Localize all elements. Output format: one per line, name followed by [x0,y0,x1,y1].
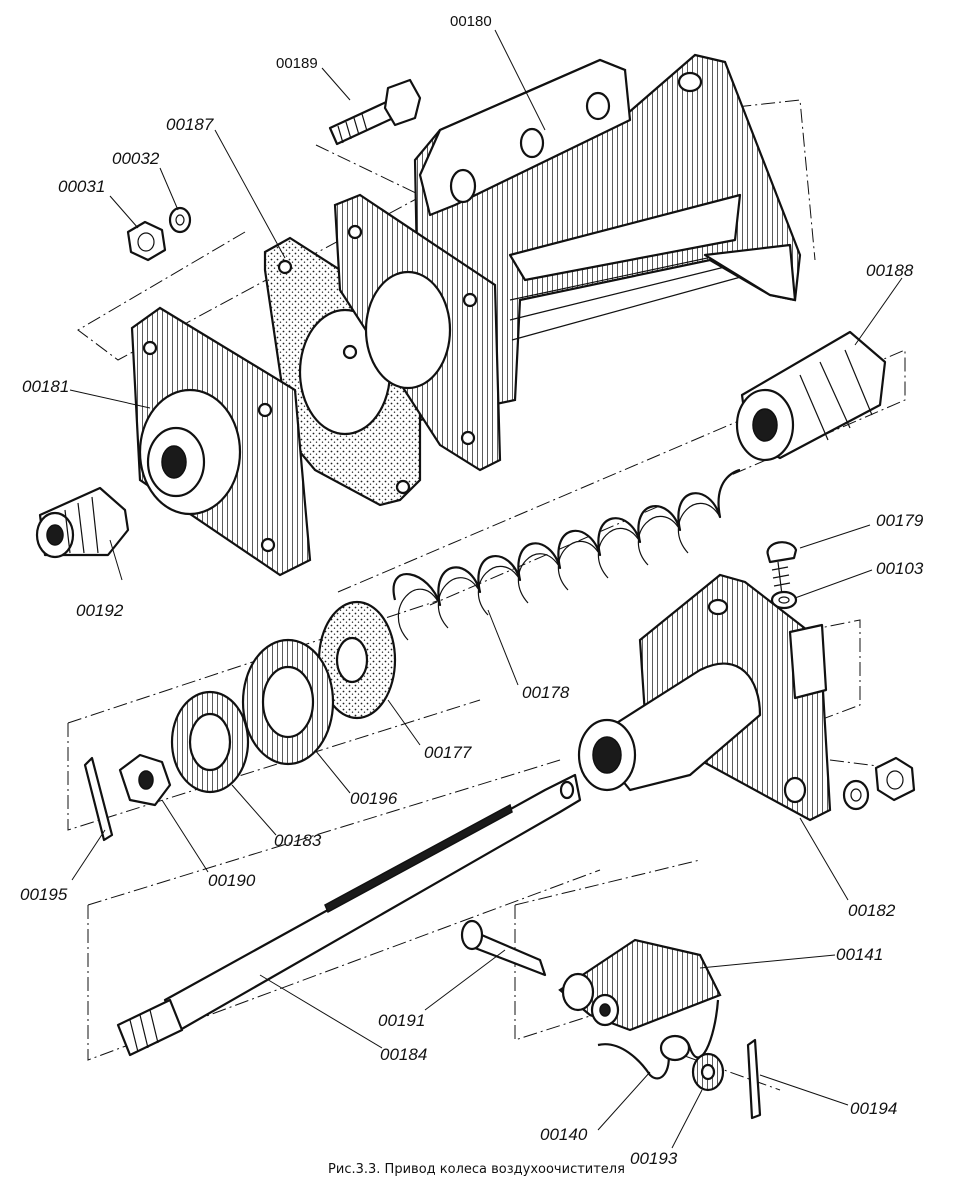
housing-00180 [413,53,802,422]
washer-00103 [770,590,798,610]
spring-00178 [392,468,741,641]
label-00189: 00189 [276,55,318,72]
label-00196: 00196 [350,789,398,808]
bearing-ring-00196 [241,638,335,766]
spring-clip-00140 [597,999,720,1080]
label-00190: 00190 [208,871,256,890]
label-00194: 00194 [850,1099,898,1118]
bracket-00182 [577,573,832,822]
label-00181: 00181 [22,377,70,396]
label-00191: 00191 [378,1011,426,1030]
label-00180: 00180 [450,13,492,30]
label-00193: 00193 [630,1149,678,1168]
label-00195: 00195 [20,885,68,904]
label-00179: 00179 [876,511,924,530]
clevis-pin-00191 [460,919,547,977]
label-00178: 00178 [522,683,570,702]
washer-00193 [691,1052,725,1092]
ring-00183 [170,690,250,794]
label-00187: 00187 [166,115,214,134]
washer-00032 [168,206,192,234]
rod-00184 [116,773,582,1057]
label-00031: 00031 [58,177,106,196]
label-00184: 00184 [380,1045,428,1064]
fitting-00192 [35,486,130,559]
label-00182: 00182 [848,901,896,920]
label-00192: 00192 [76,601,124,620]
label-00103: 00103 [876,559,924,578]
sleeve-00188 [735,330,887,462]
screw-00179 [766,541,798,596]
figure-caption: Рис.3.3. Привод колеса воздухоочистителя [328,1162,625,1177]
fork-00141 [558,938,722,1032]
label-00177: 00177 [424,743,472,762]
label-00183: 00183 [274,831,322,850]
nut-right [874,756,916,802]
washer-right [842,779,870,811]
flange-00181 [130,306,312,577]
label-00188: 00188 [866,261,914,280]
cotter-pin-00195 [83,756,114,842]
label-00140: 00140 [540,1125,588,1144]
flange-plate-rear [333,193,502,472]
washer-00177 [317,600,397,720]
nut-00031 [126,220,167,262]
label-00032: 00032 [112,149,160,168]
leader-lines [69,29,903,1149]
label-00141: 00141 [836,945,884,964]
castle-nut-00190 [118,753,172,807]
cotter-pin-00194 [746,1038,762,1120]
bolt-00189 [328,78,422,146]
